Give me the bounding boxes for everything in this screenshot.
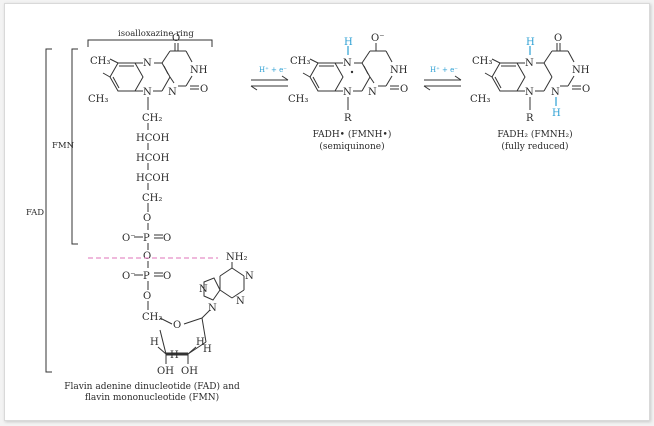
adenine-ring [203,262,245,301]
hcoh-2: HCOH [136,153,170,164]
o4-atom: O [172,33,180,44]
fully-reduced-name: FADH₂ (FMNH₂) [497,129,572,140]
reduced-r: R [526,113,534,124]
methyl-bottom: CH₃ [88,94,108,105]
adenine-nh2: NH₂ [226,252,247,263]
semi-o-minus: O⁻ [371,33,384,44]
phosphate1-p: P [143,233,150,244]
semiquinone-name: FADH• (FMNH•) [313,129,392,140]
reduced-nh: NH [572,65,590,76]
fad-label: FAD [26,208,44,218]
ch2-2: CH₂ [142,193,162,204]
fully-reduced-desc: (fully reduced) [501,141,568,152]
reduced-h1-atom: H [552,108,561,119]
phosphate2-p: P [143,271,150,282]
fad-oxidized-ring [102,43,199,92]
adenine-n1: N [245,271,254,282]
caption-line1: Flavin adenine dinucleotide (FAD) and [64,381,240,392]
fmn-label: FMN [52,141,75,151]
ribose-h-4: H [203,344,212,355]
ribose-h-2: H [196,337,205,348]
semiquinone-desc: (semiquinone) [319,141,384,152]
hcoh-1: HCOH [136,133,170,144]
phosphate2-o: O [163,271,171,282]
semi-o: O [400,84,408,95]
reaction-label-2: H⁺ + e⁻ [430,66,458,74]
reaction-label-1: H⁺ + e⁻ [259,66,287,74]
isoalloxazine-label: isoalloxazine ring [118,29,194,39]
hcoh-3: HCOH [136,173,170,184]
semi-n10: N [343,87,352,98]
equilibrium-arrow-2 [423,75,462,91]
semiquinone-ring [302,43,399,110]
reduced-n5: N [525,58,534,69]
radical-dot [350,70,354,74]
reduced-n1: N [551,87,560,98]
isoalloxazine-bracket [87,39,213,47]
fully-reduced-ring [484,43,581,110]
semi-methyl-bottom: CH₃ [288,94,308,105]
fmn-bracket [71,48,78,245]
methyl-top: CH₃ [90,56,110,67]
ribose-h-1: H [150,337,159,348]
ch2-1: CH₂ [142,113,162,124]
adenine-n7: N [199,284,208,295]
o-bridge: O [143,251,151,262]
phosphate1-o: O [163,233,171,244]
phosphate1-o-minus: O⁻ [122,233,135,244]
ribose-oh-1: OH [157,366,174,377]
reduced-o4: O [554,33,562,44]
o2-atom: O [200,84,208,95]
ribose-oh-2: OH [181,366,198,377]
reduced-n10: N [525,87,534,98]
ribose-ring [157,309,211,364]
semi-n1: N [368,87,377,98]
ribose-o: O [173,320,181,331]
reduced-methyl-bottom: CH₃ [470,94,490,105]
figure-frame [4,3,650,421]
semi-nh: NH [390,65,408,76]
adenine-n3: N [236,296,245,307]
semi-n5: N [343,58,352,69]
n10-atom: N [143,87,152,98]
semi-methyl-top: CH₃ [290,56,310,67]
semi-r: R [344,113,352,124]
ch2-ribose: CH₂ [142,312,162,323]
n1-atom: N [168,87,177,98]
reduced-o2: O [582,84,590,95]
adenine-n9: N [208,303,217,314]
semi-h-atom: H [344,37,353,48]
equilibrium-arrow-1 [250,75,289,91]
fad-bracket [45,48,52,373]
n3h-atom: NH [190,65,208,76]
caption-line2: flavin mononucleotide (FMN) [85,392,219,403]
n5-atom: N [143,58,152,69]
o-ester-2: O [143,291,151,302]
phosphate2-o-minus: O⁻ [122,271,135,282]
reduced-h5-atom: H [526,37,535,48]
reduced-methyl-top: CH₃ [472,56,492,67]
o-ester-1: O [143,213,151,224]
ribose-h-3: H [170,350,179,361]
